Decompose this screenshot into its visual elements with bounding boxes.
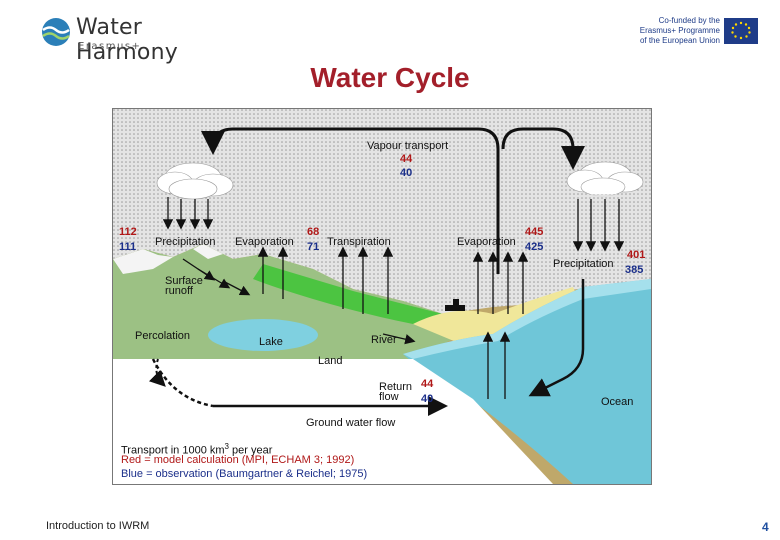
vapour-blue-value: 40 (400, 168, 412, 179)
page-title: Water Cycle (0, 62, 780, 94)
water-harmony-logo: Water Harmony Erasmus+ (40, 14, 240, 54)
return-red-value: 44 (421, 379, 433, 390)
precipitation-label: Precipitation (155, 237, 216, 248)
return-blue-value: 40 (421, 394, 433, 405)
land-precip-red-value: 112 (119, 227, 137, 238)
page-number: 4 (762, 520, 769, 534)
ocean-precip-blue-value: 385 (625, 265, 643, 276)
ocean-evap-red-value: 445 (525, 227, 543, 238)
water-cycle-diagram: Vapour transport 44 40 112 111 Precipita… (112, 108, 652, 485)
flow-label: flow (379, 392, 399, 403)
land-label: Land (318, 356, 342, 367)
evaporation-land-label: Evaporation (235, 237, 294, 248)
eu-text: Co-funded by the Erasmus+ Programme of t… (600, 16, 720, 46)
land-precip-blue-value: 111 (119, 242, 136, 253)
transpiration-label: Transpiration (327, 237, 391, 248)
eu-text-line-2: Erasmus+ Programme (600, 26, 720, 36)
ocean-precip-red-value: 401 (627, 250, 645, 261)
water-drop-logo-icon (40, 16, 72, 48)
eu-text-line-3: of the European Union (600, 36, 720, 46)
eu-cofunded-logo: Co-funded by the Erasmus+ Programme of t… (600, 16, 760, 48)
transpiration-blue-value: 71 (307, 242, 319, 253)
vapour-red-value: 44 (400, 154, 412, 165)
evaporation-ocean-label: Evaporation (457, 237, 516, 248)
ocean-precipitation-label: Precipitation (553, 259, 614, 270)
groundwater-label: Ground water flow (306, 418, 395, 429)
vapour-transport-label: Vapour transport (367, 141, 448, 152)
runoff-label: runoff (165, 286, 193, 297)
ocean-evap-blue-value: 425 (525, 242, 543, 253)
river-label: River (371, 335, 397, 346)
legend-blue: Blue = observation (Baumgartner & Reiche… (121, 469, 367, 480)
logo-name: Water Harmony (76, 15, 240, 65)
transpiration-red-value: 68 (307, 227, 319, 238)
eu-flag-icon (724, 18, 758, 44)
logo-subtitle: Erasmus+ (78, 41, 141, 52)
percolation-label: Percolation (135, 331, 190, 342)
eu-text-line-1: Co-funded by the (600, 16, 720, 26)
lake-label: Lake (259, 337, 283, 348)
footer-course-title: Introduction to IWRM (46, 520, 149, 532)
legend-red: Red = model calculation (MPI, ECHAM 3; 1… (121, 455, 354, 466)
ocean-label: Ocean (601, 397, 633, 408)
